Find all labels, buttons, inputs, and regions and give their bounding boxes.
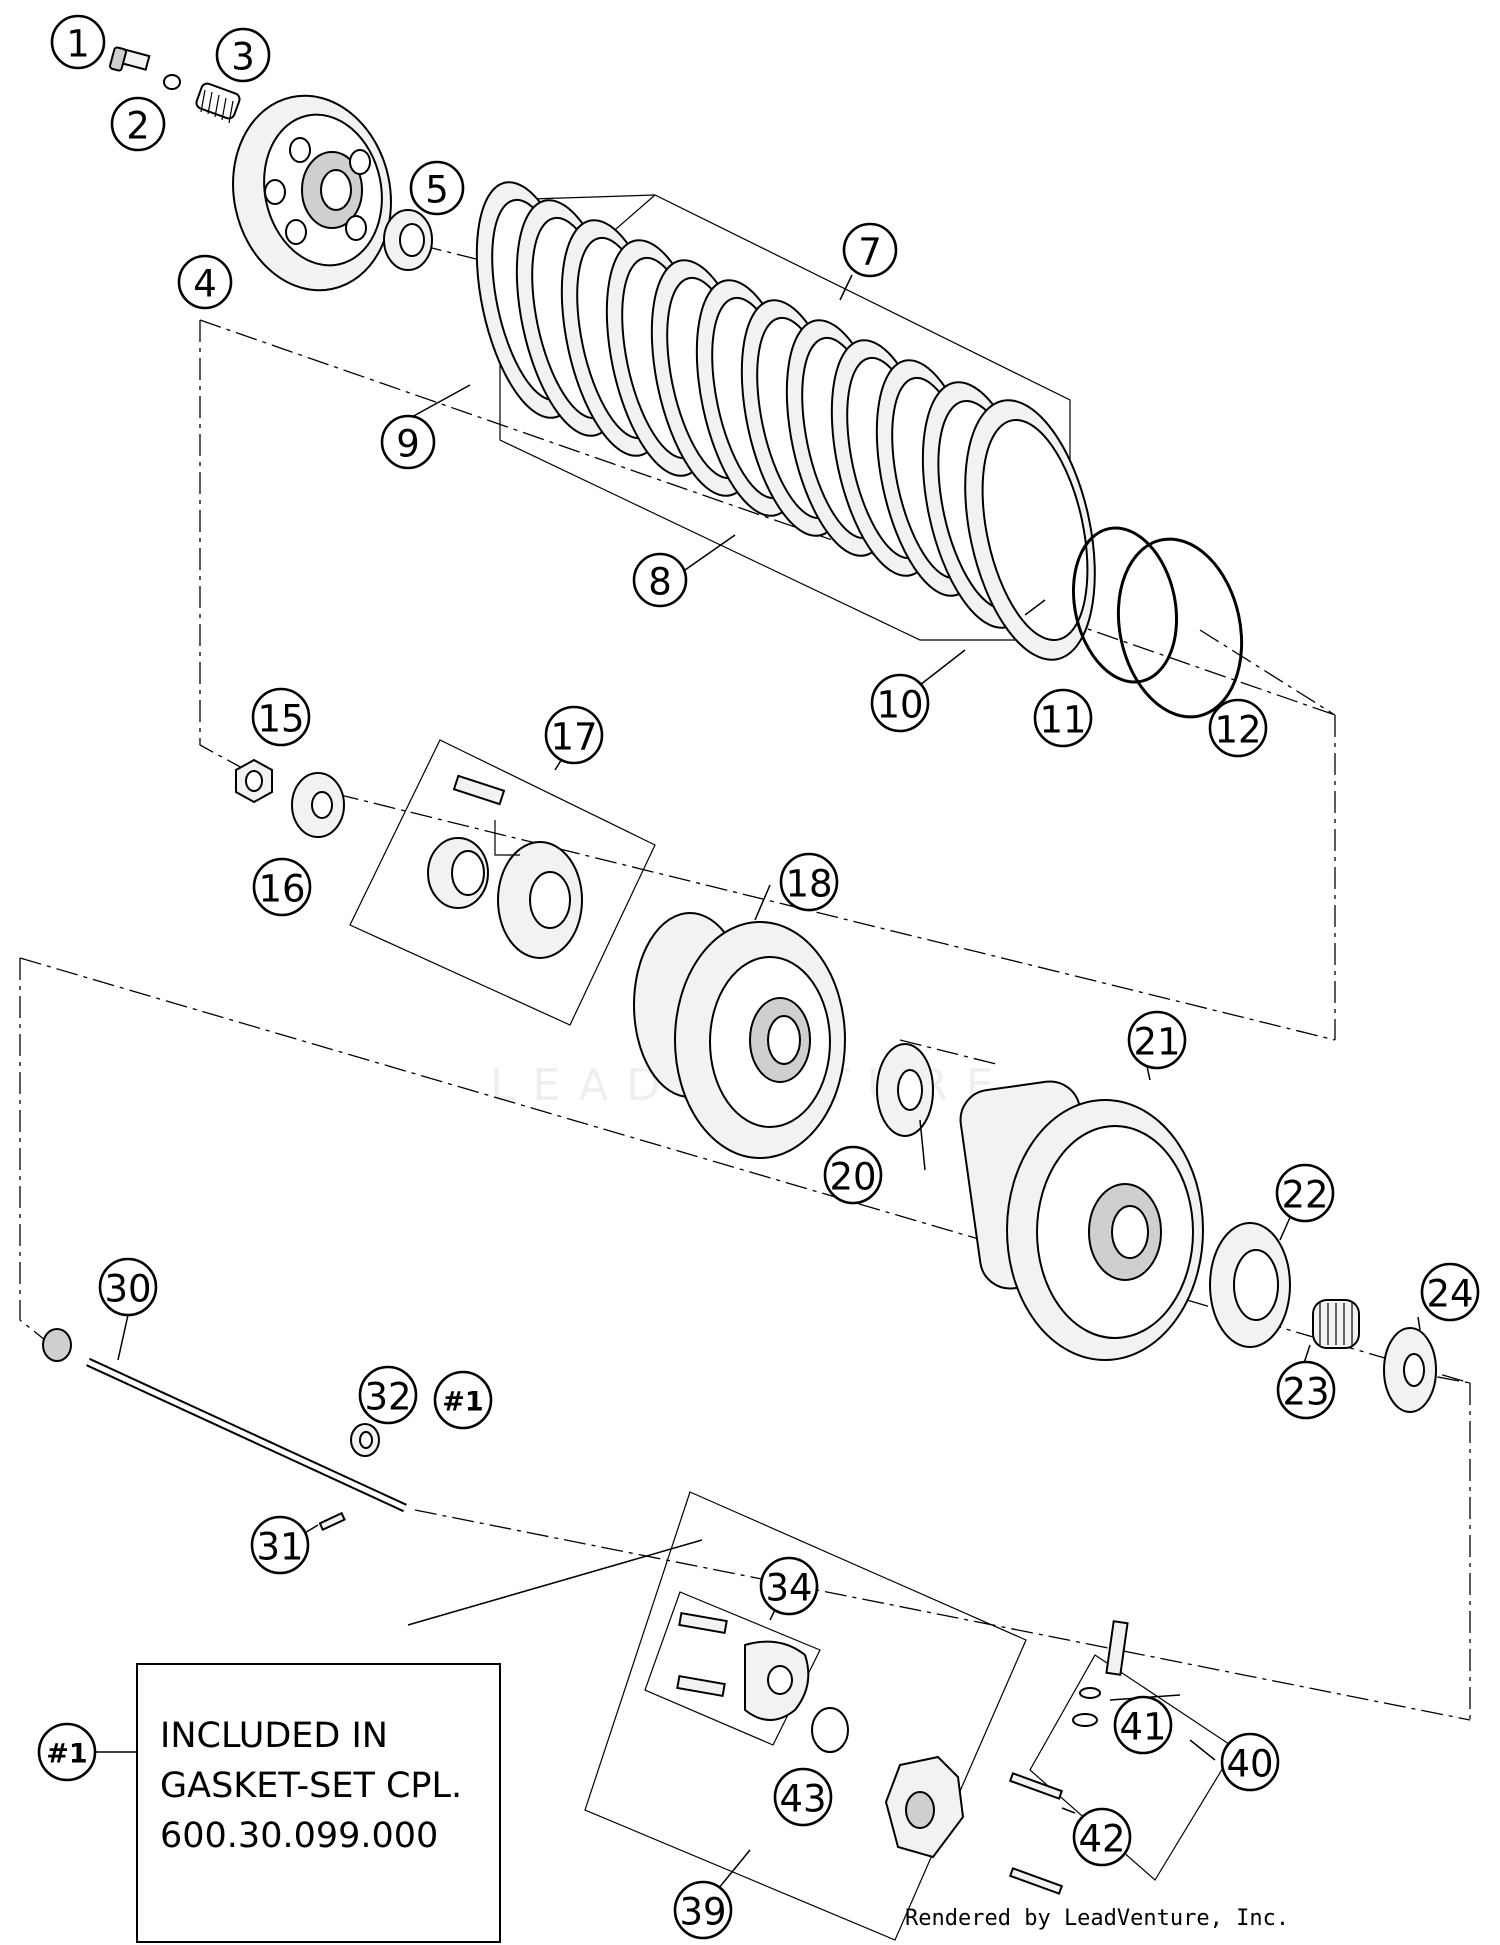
callout-ref-1: #1 xyxy=(433,1370,493,1430)
part-3-spring xyxy=(195,82,241,124)
part-30-push-rod xyxy=(42,1328,407,1513)
callout-1: 1 xyxy=(50,14,106,70)
svg-text:10: 10 xyxy=(876,684,923,727)
callout-23: 23 xyxy=(1276,1360,1336,1420)
svg-text:43: 43 xyxy=(779,1778,826,1821)
svg-text:42: 42 xyxy=(1078,1818,1125,1861)
callout-16: 16 xyxy=(252,857,312,917)
svg-text:11: 11 xyxy=(1039,699,1086,742)
part-39-group-box xyxy=(584,1491,1027,1941)
callout-note-ref-1: #1 xyxy=(37,1722,97,1782)
callout-5: 5 xyxy=(409,160,465,216)
part-17-clutch-damper xyxy=(427,774,583,959)
callout-12: 12 xyxy=(1208,698,1268,758)
svg-text:5: 5 xyxy=(425,169,449,212)
part-21-clutch-basket xyxy=(959,1080,1204,1361)
part-23-needle-bearing xyxy=(1312,1299,1360,1349)
callout-21: 21 xyxy=(1127,1010,1187,1070)
svg-text:4: 4 xyxy=(193,263,217,306)
gasket-note-box: INCLUDED IN GASKET-SET CPL. 600.30.099.0… xyxy=(136,1663,501,1943)
svg-text:16: 16 xyxy=(258,868,305,911)
clutch-disc-stack xyxy=(475,181,1096,661)
callout-7: 7 xyxy=(842,222,898,278)
part-32-seal-ring xyxy=(350,1423,380,1457)
callout-2: 2 xyxy=(110,96,166,152)
part-1-screw xyxy=(109,46,151,72)
rendered-by-footer: Rendered by LeadVenture, Inc. xyxy=(905,1906,1290,1931)
note-line-3: 600.30.099.000 xyxy=(160,1816,438,1856)
callout-11: 11 xyxy=(1033,688,1093,748)
callout-17: 17 xyxy=(544,705,604,765)
svg-text:39: 39 xyxy=(679,1891,726,1934)
part-42-bolts xyxy=(1008,1772,1064,1895)
svg-text:32: 32 xyxy=(364,1376,411,1419)
svg-text:34: 34 xyxy=(765,1567,812,1610)
part-2-washer xyxy=(163,74,181,90)
part-18-inner-hub xyxy=(633,912,846,1159)
svg-text:2: 2 xyxy=(126,105,150,148)
part-31-pin xyxy=(318,1511,346,1532)
svg-text:1: 1 xyxy=(66,23,90,66)
part-12-ring xyxy=(1116,537,1244,719)
part-43-o-ring xyxy=(811,1707,849,1753)
svg-text:30: 30 xyxy=(104,1268,151,1311)
callout-30: 30 xyxy=(98,1257,158,1317)
part-34-slave-cylinder-parts xyxy=(676,1611,810,1721)
svg-text:22: 22 xyxy=(1281,1174,1328,1217)
callout-18: 18 xyxy=(779,852,839,912)
svg-text:15: 15 xyxy=(257,698,304,741)
callout-24: 24 xyxy=(1420,1262,1480,1322)
part-24-washer xyxy=(1383,1327,1437,1413)
svg-text:23: 23 xyxy=(1282,1371,1329,1414)
callout-43: 43 xyxy=(773,1767,833,1827)
svg-text:9: 9 xyxy=(396,423,420,466)
callout-34: 34 xyxy=(759,1556,819,1616)
svg-text:17: 17 xyxy=(550,716,597,759)
callout-4: 4 xyxy=(177,254,233,310)
callout-20: 20 xyxy=(823,1145,883,1205)
part-17-group-box xyxy=(349,739,656,1026)
callout-40: 40 xyxy=(1220,1732,1280,1792)
part-11-ring xyxy=(1071,526,1179,684)
svg-text:3: 3 xyxy=(231,36,255,79)
svg-text:40: 40 xyxy=(1226,1743,1273,1786)
callout-9: 9 xyxy=(380,414,436,470)
svg-text:#1: #1 xyxy=(46,1739,87,1770)
part-34-group-box xyxy=(644,1591,821,1746)
svg-text:8: 8 xyxy=(648,561,672,604)
callout-3: 3 xyxy=(215,27,271,83)
part-16-washer xyxy=(291,772,345,838)
part-22-gear xyxy=(1209,1222,1291,1348)
part-40-bleeder-valve xyxy=(1072,1620,1129,1727)
svg-text:31: 31 xyxy=(256,1526,303,1569)
note-line-2: GASKET-SET CPL. xyxy=(160,1766,462,1806)
callout-8: 8 xyxy=(632,552,688,608)
svg-text:12: 12 xyxy=(1214,709,1261,752)
part-5-bearing xyxy=(383,209,433,271)
svg-text:20: 20 xyxy=(829,1156,876,1199)
part-20-thrust-washer xyxy=(876,1043,934,1137)
note-line-1: INCLUDED IN xyxy=(160,1716,388,1756)
svg-text:#1: #1 xyxy=(442,1387,483,1418)
callout-10: 10 xyxy=(870,673,930,733)
part-4-pressure-cap xyxy=(232,94,392,292)
callout-22: 22 xyxy=(1275,1163,1335,1223)
svg-text:24: 24 xyxy=(1426,1273,1473,1316)
part-39-slave-cylinder xyxy=(884,1755,965,1859)
callout-31: 31 xyxy=(250,1515,310,1575)
callout-15: 15 xyxy=(251,687,311,747)
svg-text:21: 21 xyxy=(1133,1021,1180,1064)
svg-text:7: 7 xyxy=(858,231,882,274)
svg-text:41: 41 xyxy=(1119,1706,1166,1749)
callout-32: 32 xyxy=(358,1365,418,1425)
part-40-group-box xyxy=(1029,1654,1236,1881)
svg-text:18: 18 xyxy=(785,863,832,906)
callout-39: 39 xyxy=(673,1880,733,1940)
callout-41: 41 xyxy=(1113,1695,1173,1755)
part-15-nut xyxy=(235,758,273,804)
callout-42: 42 xyxy=(1072,1807,1132,1867)
